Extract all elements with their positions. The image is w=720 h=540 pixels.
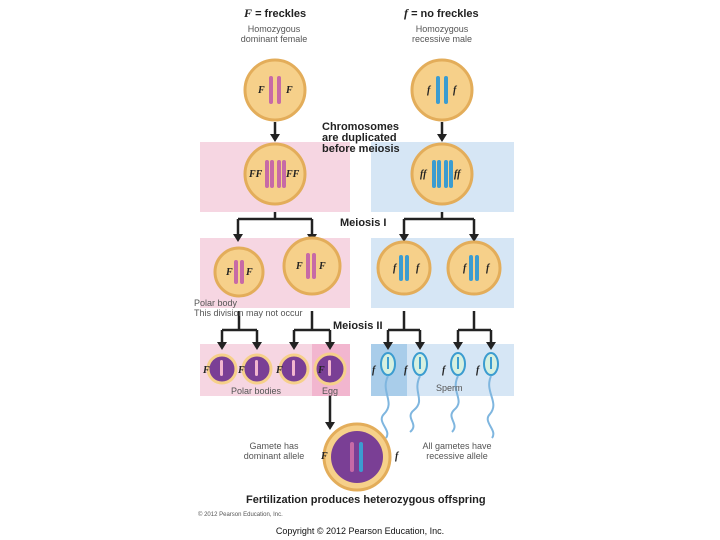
recessive-legend: f = no freckles [404, 6, 479, 21]
svg-text:f: f [404, 365, 409, 376]
dominant-text: = freckles [255, 8, 307, 20]
svg-text:f: f [463, 263, 468, 274]
fertilization-label: Fertilization produces heterozygous offs… [246, 494, 486, 506]
male-parent-cell: f f [410, 58, 474, 122]
female-meiosis1-polar-cell: F F [213, 246, 265, 298]
sperm-1: f [372, 352, 396, 439]
sperm-label: Sperm [436, 383, 463, 393]
male-duplicated-cell: ff ff [410, 142, 474, 206]
svg-text:F: F [245, 267, 253, 278]
svg-text:F: F [318, 261, 326, 272]
svg-text:F: F [237, 365, 245, 376]
svg-text:F: F [202, 365, 210, 376]
zygote-cell: F f [320, 422, 400, 492]
svg-text:f: f [393, 263, 398, 274]
svg-text:f: f [372, 365, 377, 376]
female-meiosis1-cell: F F [282, 236, 342, 296]
svg-text:F: F [225, 267, 233, 278]
polar-body-2: F [237, 353, 273, 385]
dominant-legend: F = freckles [244, 6, 306, 21]
svg-text:F: F [317, 365, 325, 376]
svg-text:FF: FF [248, 169, 263, 180]
svg-text:ff: ff [420, 169, 428, 180]
arrow-heads [217, 134, 496, 430]
male-parent-label: Homozygous recessive male [411, 24, 473, 44]
svg-text:f: f [476, 365, 481, 376]
svg-text:FF: FF [285, 169, 300, 180]
svg-text:f: f [416, 263, 421, 274]
meiosis2-label: Meiosis II [333, 320, 383, 332]
sperm-2: f [404, 352, 428, 433]
female-parent-label: Homozygous dominant female [240, 24, 308, 44]
svg-text:F: F [257, 85, 265, 96]
meiosis1-label: Meiosis I [340, 217, 387, 229]
female-duplicated-cell: FF FF [243, 142, 307, 206]
svg-text:ff: ff [454, 169, 462, 180]
svg-text:f: f [486, 263, 491, 274]
female-parent-cell: F F [243, 58, 307, 122]
male-meiosis1-cell-left: f f [376, 240, 432, 296]
polar-body-1: F [202, 353, 238, 385]
copyright-footer: Copyright © 2012 Pearson Education, Inc. [275, 526, 445, 536]
svg-text:F: F [275, 365, 283, 376]
svg-text:F: F [320, 451, 328, 462]
polar-body-note: Polar body This division may not occur [194, 298, 303, 318]
recessive-text: = no freckles [411, 8, 479, 20]
male-meiosis1-cell-right: f f [446, 240, 502, 296]
svg-text:F: F [285, 85, 293, 96]
polar-body-3: F [275, 353, 310, 385]
sperm-4: f [476, 352, 499, 439]
sperm-3: f [442, 352, 466, 433]
gamete-dominant-note: Gamete has dominant allele [243, 441, 305, 461]
gamete-recessive-note: All gametes have recessive allele [422, 441, 492, 461]
egg-cell: F [313, 352, 347, 386]
svg-text:f: f [395, 451, 400, 462]
inner-credit: © 2012 Pearson Education, Inc. [198, 512, 283, 518]
svg-text:f: f [453, 85, 458, 96]
recessive-symbol: f [404, 6, 408, 20]
svg-text:F: F [295, 261, 303, 272]
svg-text:f: f [442, 365, 447, 376]
dominant-symbol: F [244, 6, 253, 20]
egg-label: Egg [321, 386, 338, 396]
polar-bodies-label: Polar bodies [230, 386, 282, 396]
svg-text:f: f [427, 85, 432, 96]
duplication-step-label: Chromosomes are duplicated before meiosi… [322, 121, 400, 155]
flow-arrows [220, 122, 493, 424]
